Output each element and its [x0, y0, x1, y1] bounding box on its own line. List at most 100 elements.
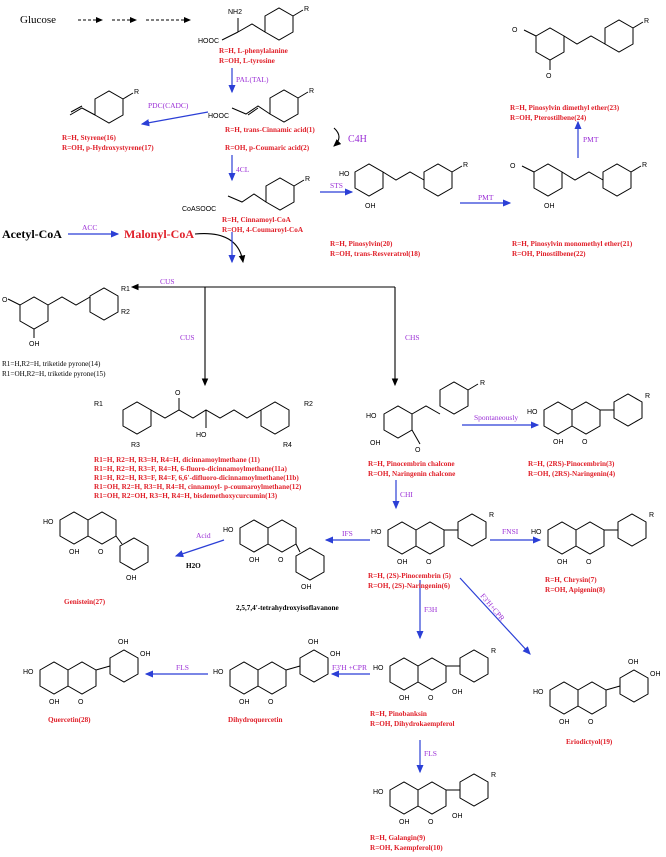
o-atom-6: O [415, 447, 421, 454]
ifs-enzyme: IFS [342, 529, 353, 538]
glucose-label: Glucose [20, 14, 56, 26]
r-atom-3: R [134, 89, 139, 96]
r3-atom: R3 [131, 442, 140, 449]
o-atom-3: O [546, 73, 552, 80]
flavanone-structure: HO OH O R [371, 512, 494, 566]
r2-atom-2: R2 [304, 401, 313, 408]
o-atom-14: O [268, 699, 274, 706]
ho-atom-6: HO [43, 519, 54, 526]
oh-atom-3: OH [544, 203, 555, 210]
ho-atom-8: HO [373, 665, 384, 672]
spontaneous-label: Spontaneously [474, 413, 518, 422]
r-atom-10: R [489, 512, 494, 519]
o-atom-12: O [588, 719, 594, 726]
isoflavanone-label: 2,5,7,4'-tetrahydroxyisoflavanone [236, 604, 339, 612]
ho-atom-2: HO [527, 409, 538, 416]
ho-atom: HO [366, 413, 377, 420]
genistein-structure: HO OH O OH [43, 511, 149, 582]
arrows [68, 17, 582, 774]
monomethyl-label-2: R=OH, Pinostilbene(22) [512, 250, 586, 258]
oh-atom-20: OH [308, 639, 319, 646]
acc-enzyme: ACC [82, 223, 97, 232]
r-atom-6: R [642, 162, 647, 169]
oh-atom-10: OH [249, 557, 260, 564]
r-atom-13: R [491, 772, 496, 779]
oh-atom: HO [339, 171, 350, 178]
o-atom-11: O [98, 549, 104, 556]
oh-atom-12: OH [69, 549, 80, 556]
o-atom-16: O [428, 819, 434, 826]
eriodictyol-structure: HO OH O OH OH [533, 659, 661, 726]
racemic-flavanone-structure: HO OH O R [527, 393, 650, 446]
f3h-cpr-enzyme-2: F3'H +CPR [332, 663, 367, 672]
chs-enzyme: CHS [405, 333, 420, 342]
curcumin-label-2: R1=H, R2=H, R3=F, R4=H, 6-fluoro-dicinna… [94, 465, 287, 473]
oh-atom-5: HO [196, 432, 207, 439]
oh-atom-21: OH [330, 651, 341, 658]
o-atom-5: O [175, 390, 181, 397]
fls-enzyme-1: FLS [176, 663, 189, 672]
flavanone-label-2: R=OH, (2S)-Naringenin(6) [368, 582, 451, 590]
oh-atom-17: OH [399, 695, 410, 702]
curcumin-label-5: R1=OH, R2=OH, R3=H, R4=H, bisdemethoxycu… [94, 492, 278, 500]
ho-atom-11: HO [373, 789, 384, 796]
flavanone-label-1: R=H, (2S)-Pinocembrin (5) [368, 572, 452, 580]
pmt-enzyme-1: PMT [478, 193, 494, 202]
text-labels: Glucose R=H, L-phenylalanine R=OH, L-tyr… [2, 14, 633, 852]
oh-atom-18: OH [452, 689, 463, 696]
structures: NH2 HOOC R HOOC R R CoASOOC R [2, 6, 661, 826]
dimethyl-structure: O O R [512, 18, 649, 80]
oh-atom-2: OH [365, 203, 376, 210]
fns-enzyme: FNSI [502, 527, 519, 536]
hooc-atom: HOOC [198, 38, 219, 45]
dihydrokaempferol-structure: HO OH O OH R [373, 648, 496, 702]
o-atom-9: O [586, 559, 592, 566]
acid-enzyme: Acid [196, 531, 211, 540]
pinosylvin-structure: HO OH R [339, 162, 468, 210]
r1-atom: R1 [121, 286, 130, 293]
chalcone-label-1: R=H, Pinocembrin chalcone [368, 460, 455, 468]
quercetin-label: Quercetin(28) [48, 716, 91, 724]
dihydroquercetin-label: Dihydroquercetin [228, 716, 282, 724]
cinnamic-acid-structure: HOOC R [208, 88, 314, 123]
oh-atom-9: OH [557, 559, 568, 566]
styrene-structure: R [69, 89, 139, 124]
f3h-enzyme: F3H [424, 605, 438, 614]
o-atom-15: O [78, 699, 84, 706]
o-atom-10: O [278, 557, 284, 564]
pyrone-label-2: R1=OH,R2=H, triketide pyrone(15) [2, 370, 106, 378]
o-atom-2: O [512, 27, 518, 34]
pmt-enzyme-2: PMT [583, 135, 599, 144]
racemic-label-2: R=OH, (2RS)-Naringenin(4) [528, 470, 616, 478]
r2-atom: R2 [121, 309, 130, 316]
pyrone-structure: O OH R1 R2 [2, 286, 130, 348]
oh-atom-25: OH [399, 819, 410, 826]
coasooc-atom: CoASOOC [182, 206, 216, 213]
r-atom-12: R [491, 648, 496, 655]
oh-atom-23: OH [118, 639, 129, 646]
ho-atom-7: HO [533, 689, 544, 696]
flavonol-label-2: R=OH, Kaempferol(10) [370, 844, 443, 852]
oh-atom-7: OH [553, 439, 564, 446]
dihydro-label-1: R=H, Pinobanksin [370, 710, 427, 718]
styrene-label-1: R=H, Styrene(16) [62, 134, 116, 142]
r-atom-7: R [644, 18, 649, 25]
oh-atom-24: OH [140, 651, 151, 658]
cinn-label-2: R=OH, p-Coumaric acid(2) [225, 144, 310, 152]
chalcone-structure: HO OH O R [366, 380, 485, 454]
fls-enzyme-2: FLS [424, 749, 437, 758]
phe-label-1: R=H, L-phenylalanine [219, 47, 288, 55]
oh-atom-4: OH [29, 341, 40, 348]
ho-atom-5: HO [223, 527, 234, 534]
dimethyl-label-2: R=OH, Pterostilbene(24) [510, 114, 587, 122]
o-atom-4: O [2, 297, 8, 304]
oh-atom-6: OH [370, 440, 381, 447]
chalcone-label-2: R=OH, Naringenin chalcone [368, 470, 455, 478]
water-label: H2O [186, 562, 201, 570]
coa-label-1: R=H, Cinnamoyl-CoA [222, 216, 292, 224]
r-atom-2: R [309, 88, 314, 95]
dihydroquercetin-structure: HO OH O OH OH [213, 639, 341, 706]
quercetin-structure: HO OH O OH OH [23, 639, 151, 706]
o-atom-13: O [428, 695, 434, 702]
